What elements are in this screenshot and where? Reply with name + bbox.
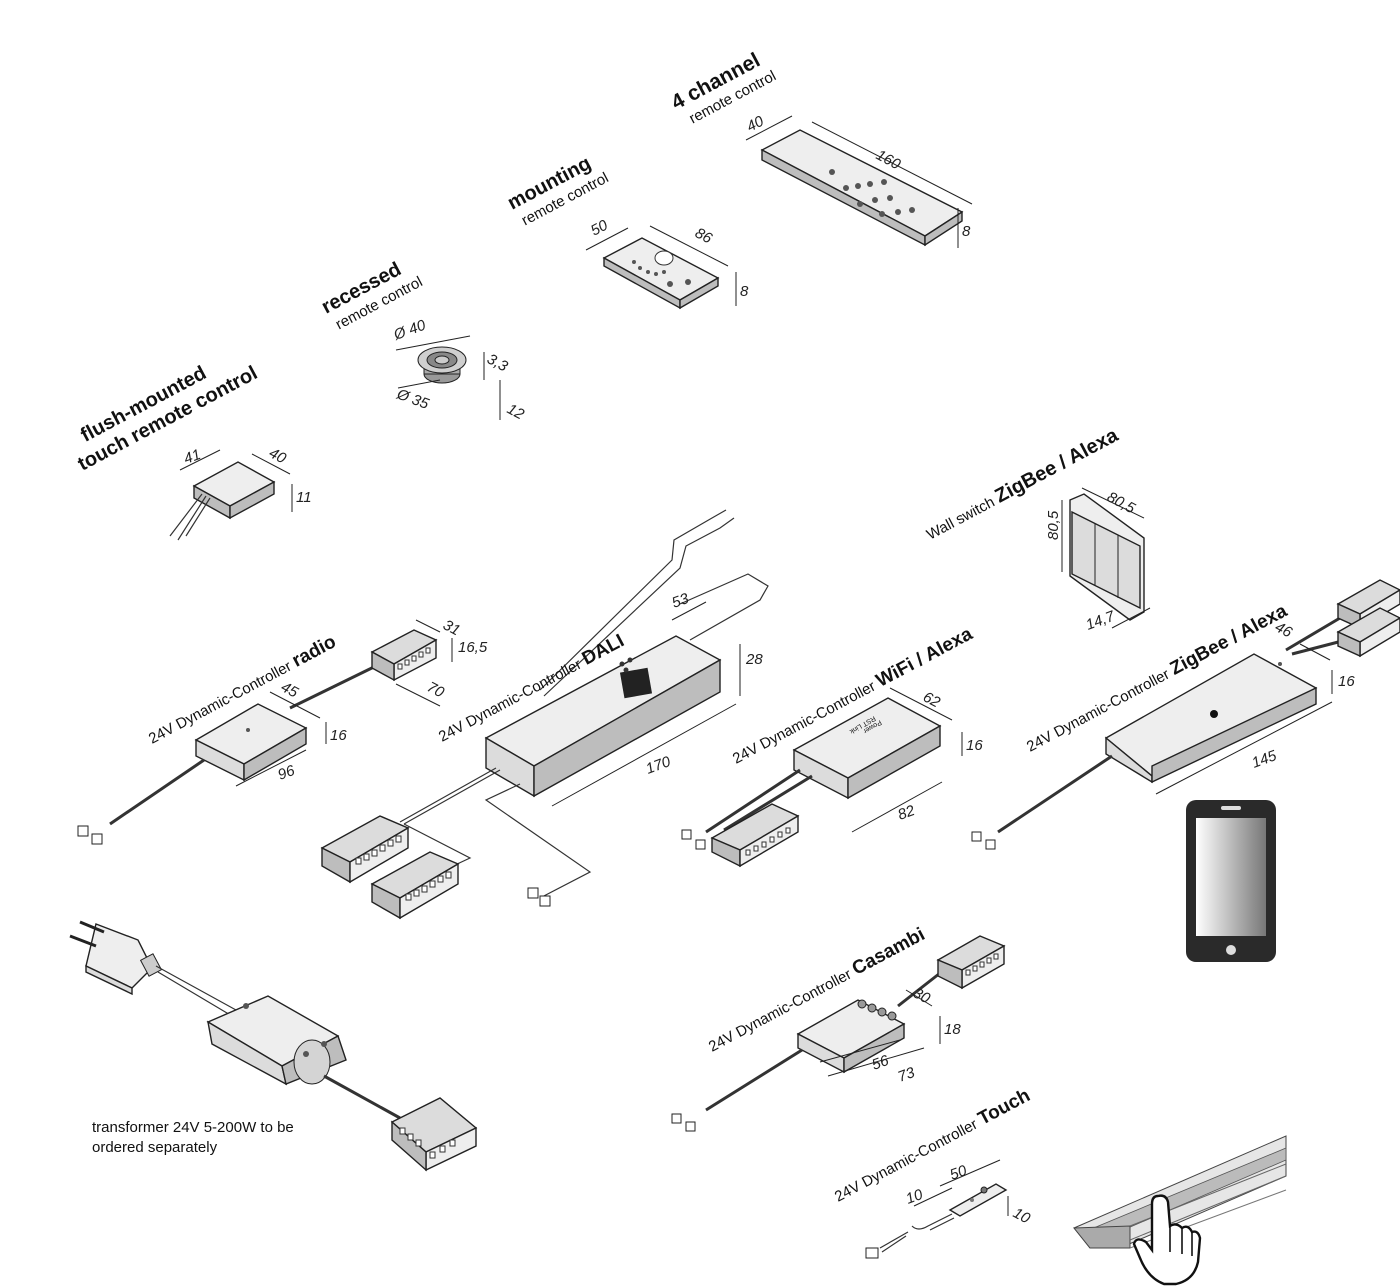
recessed-dim-4: 12 [504, 401, 527, 424]
mounting-dim-1: 50 [588, 216, 611, 239]
zigbee-dim-2: 16 [1338, 673, 1355, 690]
euro-plug-icon [69, 920, 163, 996]
radio-dim-1: 31 [440, 617, 463, 640]
four-channel-remote: 4 channel remote control 40 160 8 [668, 49, 973, 248]
casambi-dim-4: 73 [896, 1064, 918, 1086]
four-channel-dim-3: 8 [962, 223, 971, 240]
wifi-controller: 24V Dynamic-Controller WiFi / Alexa RST … [681, 623, 983, 868]
dali-connector [527, 887, 551, 907]
flush-touch-dim-3: 11 [296, 489, 312, 506]
flush-touch-dim-2: 40 [266, 445, 289, 468]
recessed-remote: recessed remote control Ø 40 3,3 Ø 35 12 [318, 258, 527, 424]
led-profile [1072, 1135, 1287, 1249]
casambi-controller: 24V Dynamic-Controller Casambi 30 18 56 … [671, 924, 1006, 1132]
casambi-dim-3: 56 [870, 1052, 892, 1074]
recessed-dim-1: Ø 40 [391, 316, 429, 344]
touch-dim-1: 10 [904, 1186, 926, 1208]
radio-distributor [370, 629, 438, 682]
zigbee-dim-1: 46 [1272, 619, 1295, 642]
casambi-dim-1: 30 [910, 985, 933, 1008]
mounting-dim-2: 86 [692, 225, 715, 248]
radio-dim-3: 70 [424, 679, 447, 702]
casambi-dim-2: 18 [944, 1021, 961, 1038]
radio-dim-4: 45 [278, 679, 301, 702]
wifi-dim-1: 62 [920, 689, 943, 712]
wall-switch-dim-3: 14,7 [1084, 608, 1118, 634]
wifi-distributor [710, 803, 800, 868]
recessed-dim-2: 3,3 [484, 351, 511, 376]
recessed-dim-3: Ø 35 [394, 385, 432, 413]
flush-touch-remote: flush-mounted touch remote control 41 40… [74, 362, 312, 541]
mounting-dim-3: 8 [740, 283, 749, 300]
transformer-note-line1: transformer 24V 5-200W to be [92, 1119, 294, 1136]
transformer-note-line2: ordered separately [92, 1139, 218, 1156]
wifi-dim-2: 16 [966, 737, 983, 754]
dali-dim-1: 53 [670, 590, 692, 612]
four-channel-dim-1: 40 [744, 112, 767, 135]
radio-dim-2: 16,5 [458, 639, 488, 656]
smartphone-icon [1186, 800, 1276, 962]
wall-switch-dim-2: 80,5 [1045, 510, 1062, 540]
zigbee-distributor-2 [1336, 607, 1400, 658]
touch-dim-3: 10 [1010, 1205, 1033, 1228]
zigbee-dim-3: 145 [1250, 747, 1280, 772]
transformer-note: transformer 24V 5-200W to be ordered sep… [92, 1118, 322, 1158]
touch-hand-icon [1132, 1194, 1202, 1286]
wifi-dim-3: 82 [896, 802, 918, 824]
radio-controller: 24V Dynamic-Controller radio 31 16,5 70 … [77, 617, 488, 845]
casambi-distributor [936, 935, 1006, 990]
touch-dim-2: 50 [948, 1162, 970, 1184]
flush-touch-dim-1: 41 [182, 446, 203, 468]
radio-dim-6: 96 [276, 762, 298, 784]
transformer [69, 920, 478, 1172]
transformer-distributor [390, 1097, 478, 1172]
dali-distributor-1 [320, 815, 410, 884]
dali-dim-3: 170 [644, 753, 674, 778]
dali-distributor-2 [370, 851, 460, 920]
wall-switch-zigbee: Wall switch ZigBee / Alexa 80,5 80,5 14,… [924, 424, 1151, 634]
touch-controller: 24V Dynamic-Controller Touch 10 50 10 [832, 1085, 1034, 1259]
mounting-remote: mounting remote control 50 86 8 [504, 152, 749, 310]
zigbee-controller: 24V Dynamic-Controller ZigBee / Alexa 46… [971, 579, 1400, 850]
radio-dim-5: 16 [330, 727, 347, 744]
dali-controller: 53 28 170 24V Dynamic-Controller DALI [320, 509, 769, 920]
dali-dim-2: 28 [745, 651, 763, 668]
